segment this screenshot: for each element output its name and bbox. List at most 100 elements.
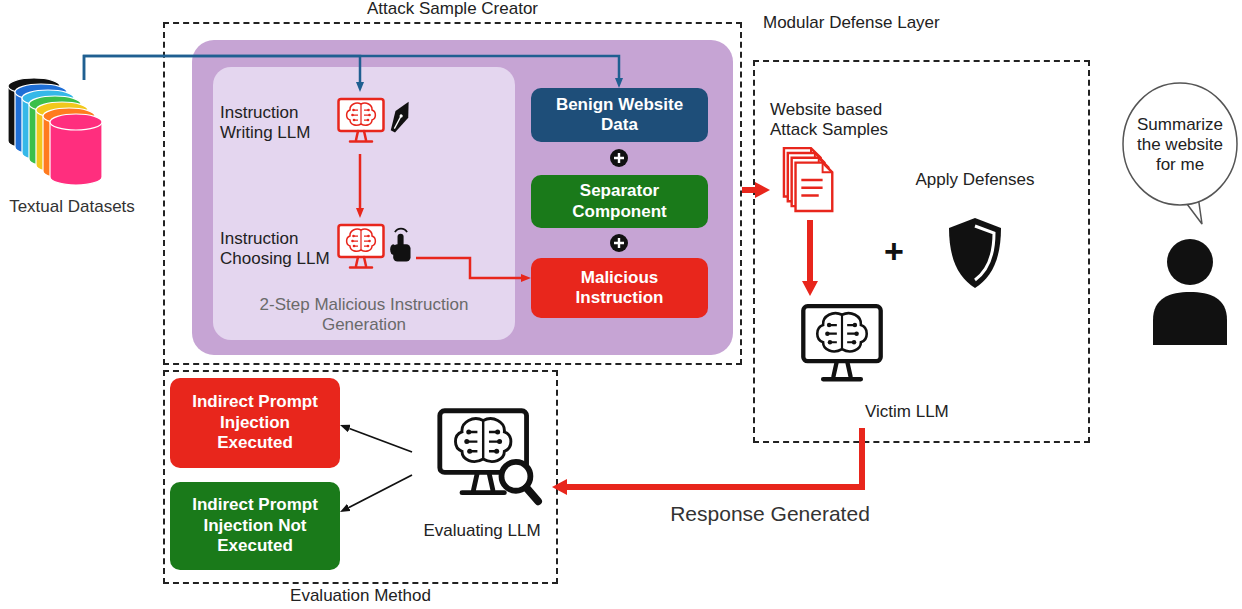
evalbrain-icon-part <box>497 439 502 444</box>
samples-node: Website based Attack Samples <box>770 98 920 220</box>
connector <box>742 187 755 193</box>
user-icon-part <box>1167 239 1213 285</box>
pages-icon-part <box>801 180 822 195</box>
brain-icon-part <box>350 257 372 268</box>
node-label: Evaluating LLM <box>412 521 552 541</box>
pen-icon-part-part <box>399 114 403 118</box>
pages-icon <box>782 146 840 216</box>
brain-icon-part <box>823 361 861 379</box>
box-label: Indirect Prompt Injection Executed <box>185 392 325 453</box>
brain-icon <box>336 94 386 148</box>
plus-symbol-part <box>610 149 628 167</box>
pen-icon-part <box>387 98 415 134</box>
hand-icon-part <box>395 229 407 233</box>
result-box: Indirect Prompt Injection Not Executed <box>170 482 340 570</box>
connector <box>349 475 412 507</box>
plus-label: + <box>884 234 904 268</box>
text-slot: Summarize the website for me <box>1130 112 1230 178</box>
brain-icon-part <box>347 229 376 251</box>
node-label: Apply Defenses <box>905 170 1045 190</box>
text-slot: Instruction Writing LLM <box>220 100 335 146</box>
dataset-node: Textual Datasets <box>2 80 142 220</box>
box-label: Separator Component <box>539 181 700 222</box>
user-icon-part <box>1153 292 1227 345</box>
connector <box>807 220 813 281</box>
process-box: Separator Component <box>531 175 708 228</box>
speech-bubble: Summarize the website for me <box>1122 82 1238 207</box>
process-box: Malicious Instruction <box>531 258 708 318</box>
edge-label: Response Generated <box>667 502 873 526</box>
evalbrain-icon-part <box>467 449 472 454</box>
brain-icon-part <box>853 323 857 327</box>
connector <box>84 56 360 82</box>
brain-icon-part <box>352 235 355 238</box>
brain-icon-part <box>828 340 832 344</box>
node-label: Victim LLM <box>865 402 965 422</box>
evalbrain-icon-part <box>464 439 469 444</box>
text-slot: Evaluation Method <box>163 586 558 606</box>
process-box: Benign Website Data <box>531 88 708 142</box>
node-label: Website based Attack Samples <box>770 100 910 140</box>
llm-node: Instruction Writing LLM <box>220 92 416 154</box>
box-label: Benign Website Data <box>539 95 700 136</box>
hand-icon-part <box>390 244 396 254</box>
evalbrain-icon-part <box>494 449 499 454</box>
text-slot: Evaluating LLM <box>412 519 552 543</box>
evalbrain-icon-part <box>495 429 500 434</box>
brain-icon-part <box>353 230 370 250</box>
connector <box>567 428 862 487</box>
shield-icon-part <box>949 218 1001 288</box>
node-label: Instruction Choosing LLM <box>220 229 335 269</box>
llm-node: Instruction Choosing LLM <box>220 218 416 280</box>
plus-symbol-part <box>614 153 624 163</box>
evalbrain-icon-part <box>455 419 510 462</box>
brain-icon-part <box>854 331 858 335</box>
connector <box>416 258 521 278</box>
group-frame: Attack Sample Creator2-Step Malicious In… <box>163 22 742 365</box>
box-label: Indirect Prompt Injection Not Executed <box>185 495 325 556</box>
evalbrain-icon-part <box>467 420 500 459</box>
brain-icon-part <box>350 131 372 142</box>
brain-icon-part <box>803 306 880 361</box>
brain-icon-part <box>353 104 370 124</box>
node-label: Textual Datasets <box>2 197 142 217</box>
text-slot: Textual Datasets <box>2 196 142 218</box>
brain-icon-part <box>367 245 370 248</box>
connector <box>84 56 619 80</box>
brain-icon-part <box>368 240 371 243</box>
bubble-outline-part <box>1123 83 1237 205</box>
brain-icon-part <box>339 225 384 257</box>
plus-symbol <box>609 233 629 253</box>
evalbrain-icon <box>434 405 542 511</box>
edge-label-holder: Response Generated <box>667 502 873 526</box>
sub-panel: 2-Step Malicious Instruction GenerationI… <box>213 67 515 340</box>
plus-symbol-part <box>610 234 628 252</box>
brain-icon-part <box>827 315 856 349</box>
connector <box>349 429 412 452</box>
user-icon <box>1153 239 1227 345</box>
brain-icon-part <box>353 245 356 248</box>
pages-icon-part <box>823 163 833 173</box>
evalbrain-icon-part <box>462 472 504 492</box>
text-slot: Victim LLM <box>865 400 965 424</box>
pen-icon-part-part <box>394 116 401 129</box>
brain-icon <box>799 296 885 392</box>
brain-icon-part <box>368 114 371 117</box>
brain-icon-part <box>352 109 355 112</box>
text-slot: Modular Defense Layer <box>763 12 1003 34</box>
node-label: Summarize the website for me <box>1130 115 1230 175</box>
group-frame: Evaluation MethodIndirect Prompt Injecti… <box>163 370 558 584</box>
dataset-cylinder <box>50 114 102 185</box>
dataset-cylinder-part <box>50 114 102 130</box>
hand-icon <box>388 228 414 264</box>
brain-icon-part <box>351 114 354 117</box>
node-label: Instruction Writing LLM <box>220 103 335 143</box>
text-slot: Instruction Choosing LLM <box>220 226 335 272</box>
brain-icon-part <box>353 119 356 122</box>
box-label: Malicious Instruction <box>539 268 700 309</box>
group-heading: Evaluation Method <box>163 586 558 606</box>
evalbrain-icon-part <box>466 429 471 434</box>
text-slot: Apply Defenses <box>905 168 1045 192</box>
group-heading: Modular Defense Layer <box>763 13 1003 33</box>
pen-icon <box>388 98 412 138</box>
